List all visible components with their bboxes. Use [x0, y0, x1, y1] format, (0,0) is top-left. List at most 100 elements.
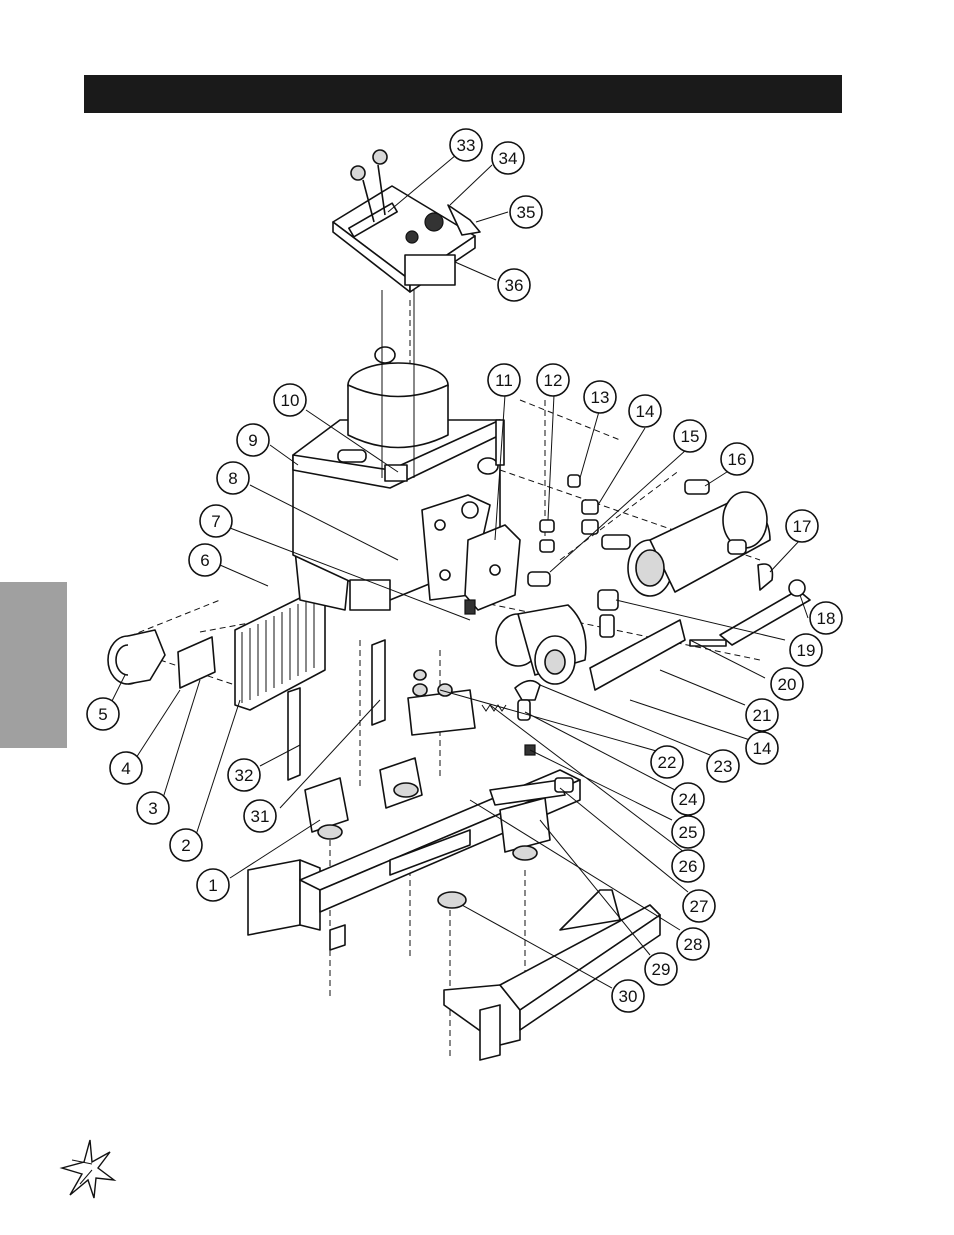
callout-number: 23	[714, 757, 733, 776]
callout-16: 16	[720, 442, 754, 476]
callout-circle	[676, 927, 710, 961]
callout-9: 9	[236, 423, 270, 457]
callout-1: 1	[196, 868, 230, 902]
callout-26: 26	[671, 849, 705, 883]
callout-number: 11	[495, 371, 513, 390]
callout-number: 18	[817, 609, 836, 628]
callout-27: 27	[682, 889, 716, 923]
callout-31: 31	[243, 799, 277, 833]
callout-circle	[785, 509, 819, 543]
callout-number: 22	[658, 753, 677, 772]
callout-19: 19	[789, 633, 823, 667]
callout-23: 23	[706, 749, 740, 783]
callout-number: 24	[679, 790, 698, 809]
callout-circle	[682, 889, 716, 923]
callout-number: 20	[778, 675, 797, 694]
filter-canister	[601, 479, 771, 597]
callout-number: 7	[211, 512, 220, 531]
callout-circle	[227, 758, 261, 792]
callout-number: 14	[636, 402, 655, 421]
callout-circle	[671, 782, 705, 816]
callout-circle	[745, 731, 779, 765]
callout-number: 1	[208, 876, 217, 895]
callout-12: 12	[536, 363, 570, 397]
electric-motor	[107, 629, 216, 689]
callout-17: 17	[785, 509, 819, 543]
callout-number: 21	[753, 706, 772, 725]
callout-circle	[611, 979, 645, 1013]
callout-number: 14	[753, 739, 772, 758]
callout-10: 10	[273, 383, 307, 417]
callout-5: 5	[86, 697, 120, 731]
oil-cooler	[234, 592, 326, 711]
callout-number: 12	[544, 371, 563, 390]
header-bar	[84, 75, 842, 113]
callout-number: 30	[619, 987, 638, 1006]
callout-circle	[644, 952, 678, 986]
callout-circle	[449, 128, 483, 162]
callout-circle	[196, 868, 230, 902]
callout-number: 31	[251, 807, 270, 826]
callout-circle	[509, 195, 543, 229]
callout-circle	[583, 380, 617, 414]
callout-36: 36	[497, 268, 531, 302]
callout-number: 27	[690, 897, 709, 916]
callout-number: 6	[200, 551, 209, 570]
callout-20: 20	[770, 667, 804, 701]
callout-number: 3	[148, 799, 157, 818]
callout-circle	[628, 394, 662, 428]
callout-number: 28	[684, 935, 703, 954]
hydraulic-tank	[495, 604, 727, 691]
linkage	[412, 669, 574, 806]
callout-11: 11	[487, 363, 521, 397]
callout-number: 26	[679, 857, 698, 876]
callout-32: 32	[227, 758, 261, 792]
fittings	[527, 474, 619, 638]
callout-35: 35	[509, 195, 543, 229]
callout-22: 22	[650, 745, 684, 779]
callout-number: 33	[457, 136, 476, 155]
callout-34: 34	[491, 141, 525, 175]
callout-circle	[86, 697, 120, 731]
callout-number: 36	[505, 276, 524, 295]
callout-circle	[706, 749, 740, 783]
callout-number: 34	[499, 149, 518, 168]
callout-number: 19	[797, 641, 816, 660]
pump	[421, 494, 521, 615]
callout-7: 7	[199, 504, 233, 538]
callout-circle	[720, 442, 754, 476]
callout-6: 6	[188, 543, 222, 577]
callout-number: 17	[793, 517, 812, 536]
callout-circle	[487, 363, 521, 397]
callout-number: 9	[248, 431, 257, 450]
callout-13: 13	[583, 380, 617, 414]
callout-circle	[243, 799, 277, 833]
brackets	[287, 639, 476, 781]
callout-circle	[671, 815, 705, 849]
callout-3: 3	[136, 791, 170, 825]
callout-number: 32	[235, 766, 254, 785]
callout-number: 5	[98, 705, 107, 724]
callout-number: 35	[517, 203, 536, 222]
callout-30: 30	[611, 979, 645, 1013]
leader-lines	[109, 154, 809, 989]
callout-18: 18	[809, 601, 843, 635]
callout-33: 33	[449, 128, 483, 162]
rubber-mounts	[317, 782, 538, 909]
callout-circle	[536, 363, 570, 397]
callout-2: 2	[169, 828, 203, 862]
callout-28: 28	[676, 927, 710, 961]
side-tab	[0, 582, 67, 748]
callout-circle	[491, 141, 525, 175]
callout-circle	[169, 828, 203, 862]
callout-number: 15	[681, 427, 700, 446]
callout-circle	[673, 419, 707, 453]
callout-circle	[770, 667, 804, 701]
callout-number: 8	[228, 469, 237, 488]
callout-25: 25	[671, 815, 705, 849]
callout-number: 25	[679, 823, 698, 842]
frame-assembly	[247, 757, 661, 1061]
callout-circle	[497, 268, 531, 302]
